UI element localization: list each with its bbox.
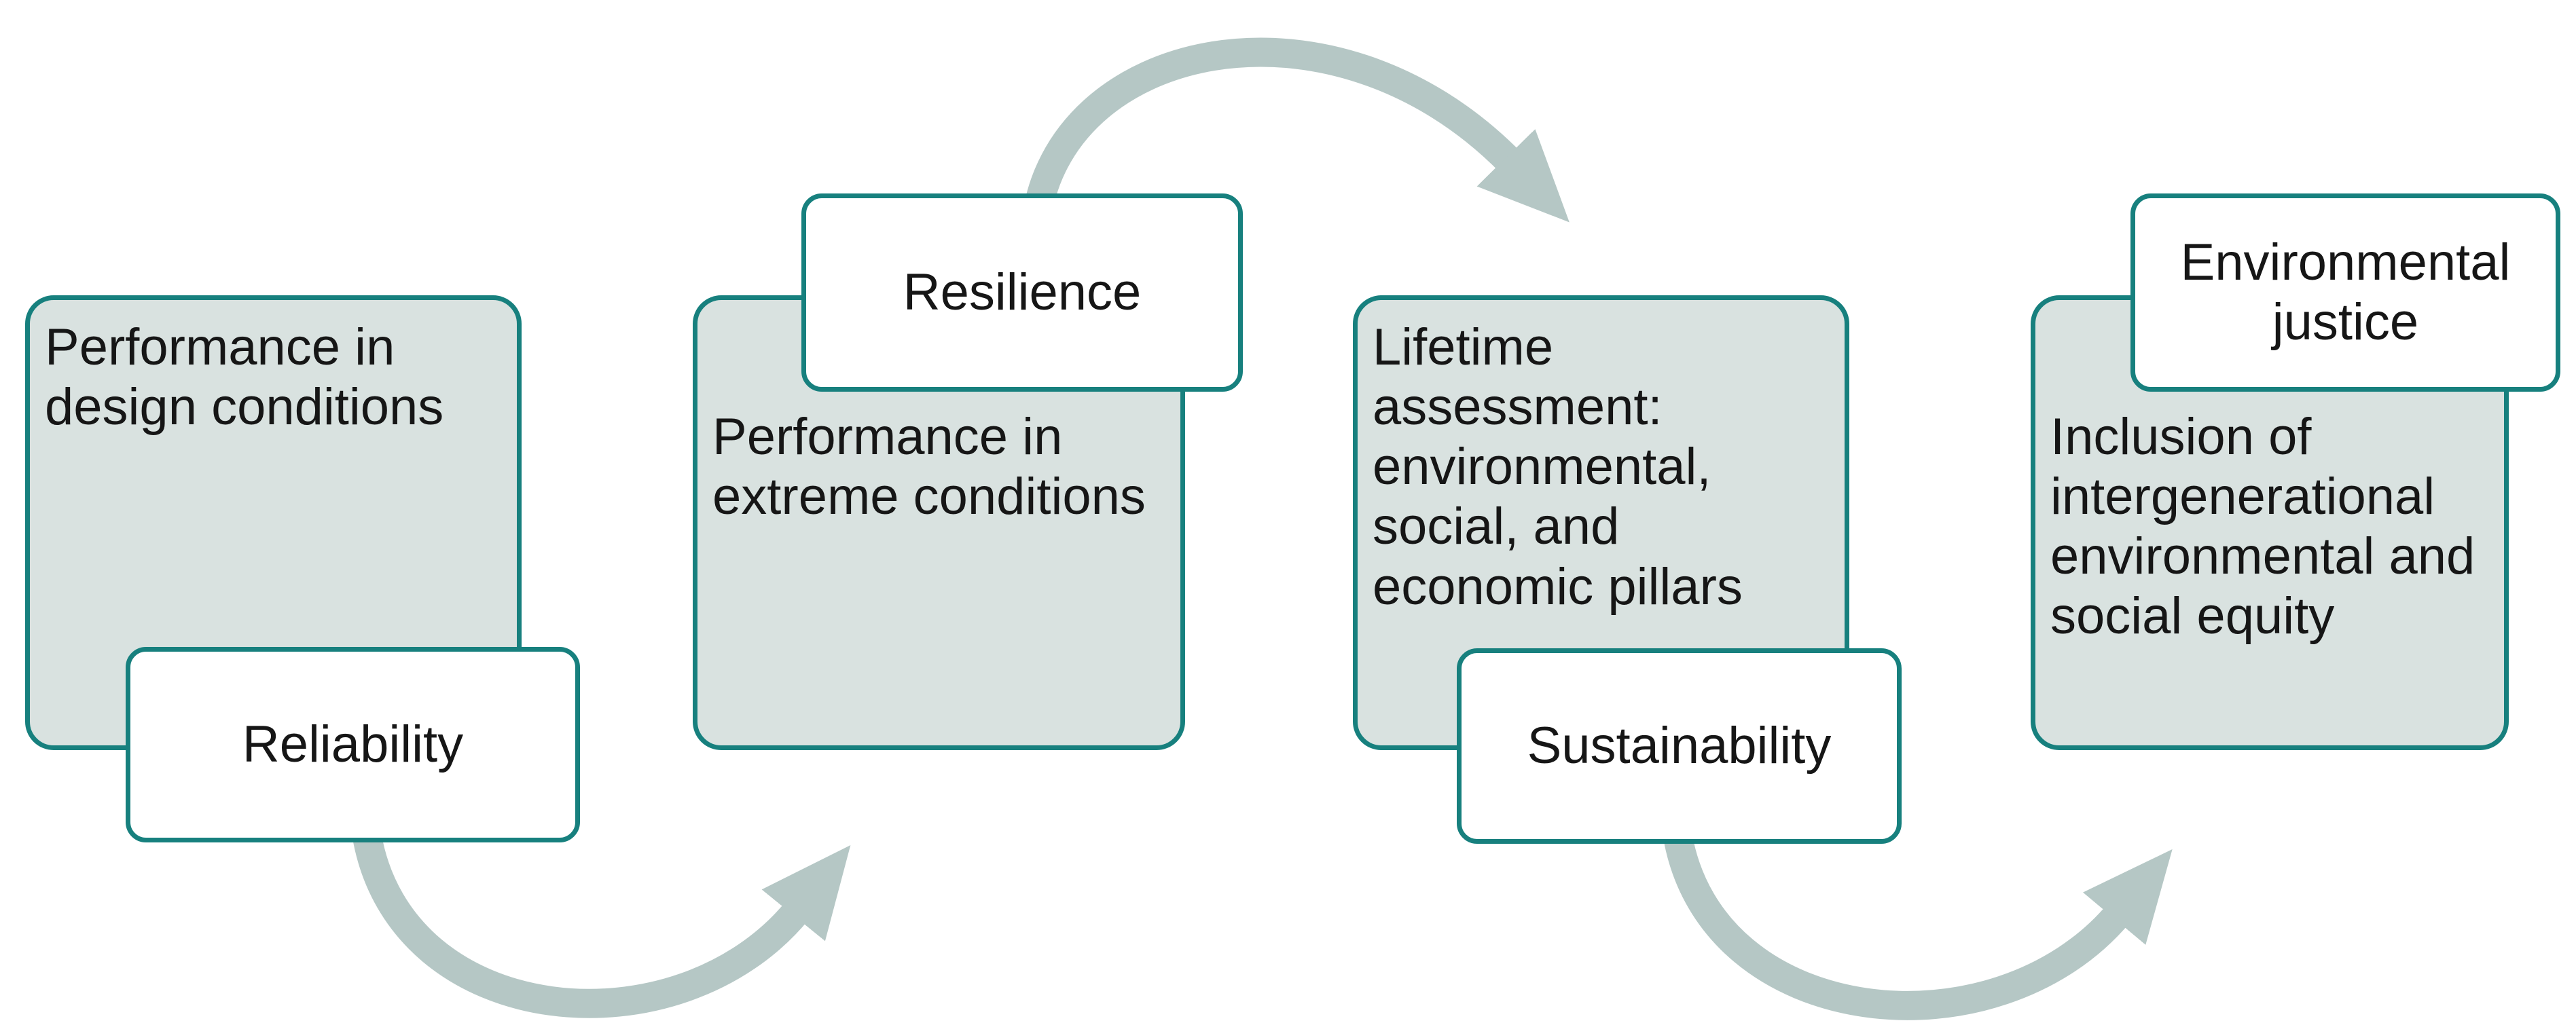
reliability-label: Reliability [242, 715, 464, 773]
reliability-description-text: Performance in design conditions [45, 318, 444, 436]
resilience-label-box: Resilience [801, 193, 1243, 392]
curved-arrow-reliability-to-resilience [352, 832, 851, 1018]
curved-arrow-sustainability-to-envjustice [1663, 832, 2173, 1020]
environmental-justice-label-box: Environmental justice [2130, 193, 2560, 392]
reliability-label-box: Reliability [126, 647, 580, 842]
curved-arrow-resilience-to-sustainability [1021, 37, 1570, 226]
sustainability-label: Sustainability [1527, 716, 1832, 775]
reliability-description-box: Performance in design conditions [25, 295, 522, 750]
environmental-justice-description-text: Inclusion of intergenerational environme… [2050, 408, 2475, 646]
sustainability-label-box: Sustainability [1457, 648, 1902, 844]
environmental-justice-label: Environmental justice [2180, 233, 2511, 351]
sustainability-description-text: Lifetime assessment: environmental, soci… [1373, 318, 1743, 616]
resilience-description-text: Performance in extreme conditions [712, 408, 1146, 526]
resilience-label: Resilience [903, 263, 1142, 321]
